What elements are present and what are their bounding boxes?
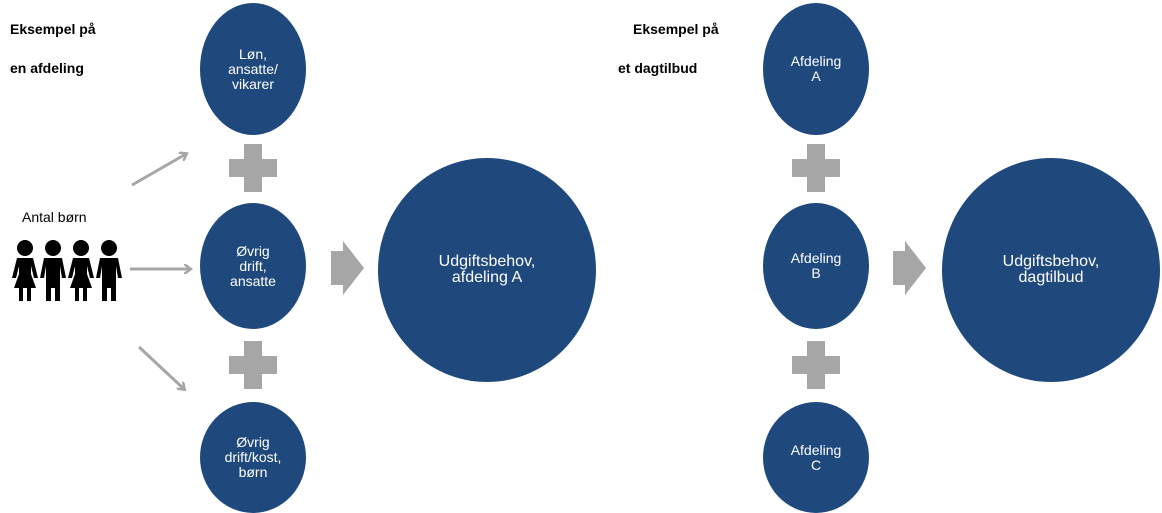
left-heading-line2: en afdeling bbox=[10, 60, 84, 76]
result-department-label: Udgiftsbehov, afdeling A bbox=[438, 253, 536, 286]
child-figure bbox=[40, 240, 66, 301]
plus-icon bbox=[792, 144, 840, 192]
right-heading-line1: Eksempel på bbox=[633, 21, 719, 37]
block-arrow-right-icon bbox=[893, 241, 926, 295]
circle-department-a-label: Afdeling A bbox=[790, 53, 842, 84]
plus-icon bbox=[229, 341, 277, 389]
plus-icon bbox=[229, 144, 277, 192]
circle-other-ops-staff-label: Øvrig drift, ansatte bbox=[230, 242, 276, 289]
arrow-down-right-icon bbox=[137, 345, 184, 389]
right-heading-line2: et dagtilbud bbox=[618, 60, 698, 76]
child-figure bbox=[12, 240, 38, 301]
plus-icon bbox=[792, 341, 840, 389]
child-figure bbox=[96, 240, 122, 301]
circle-department-b-label: Afdeling B bbox=[790, 250, 842, 281]
circle-salary-staff-label: Løn, ansatte/ vikarer bbox=[228, 45, 278, 92]
circle-other-ops-staff: Øvrig drift, ansatte bbox=[200, 203, 306, 329]
circle-department-a: Afdeling A bbox=[763, 3, 869, 135]
circle-department-c-label: Afdeling C bbox=[790, 441, 842, 473]
block-arrow-left-icon bbox=[331, 241, 364, 295]
children-count-label: Antal børn bbox=[22, 209, 87, 225]
circle-salary-staff: Løn, ansatte/ vikarer bbox=[200, 3, 306, 135]
children-icon bbox=[12, 240, 122, 301]
left-heading-line1: Eksempel på bbox=[10, 21, 96, 37]
circle-other-ops-children-label: Øvrig drift/kost, børn bbox=[224, 434, 282, 480]
result-circle-department: Udgiftsbehov, afdeling A bbox=[378, 158, 596, 382]
circle-other-ops-children: Øvrig drift/kost, børn bbox=[200, 402, 306, 513]
result-circle-daycare: Udgiftsbehov, dagtilbud bbox=[942, 158, 1160, 382]
arrow-up-right-icon bbox=[131, 154, 186, 187]
result-daycare-label: Udgiftsbehov, dagtilbud bbox=[1002, 253, 1100, 286]
child-figure bbox=[68, 240, 94, 301]
circle-department-c: Afdeling C bbox=[763, 402, 869, 513]
circle-department-b: Afdeling B bbox=[763, 203, 869, 329]
